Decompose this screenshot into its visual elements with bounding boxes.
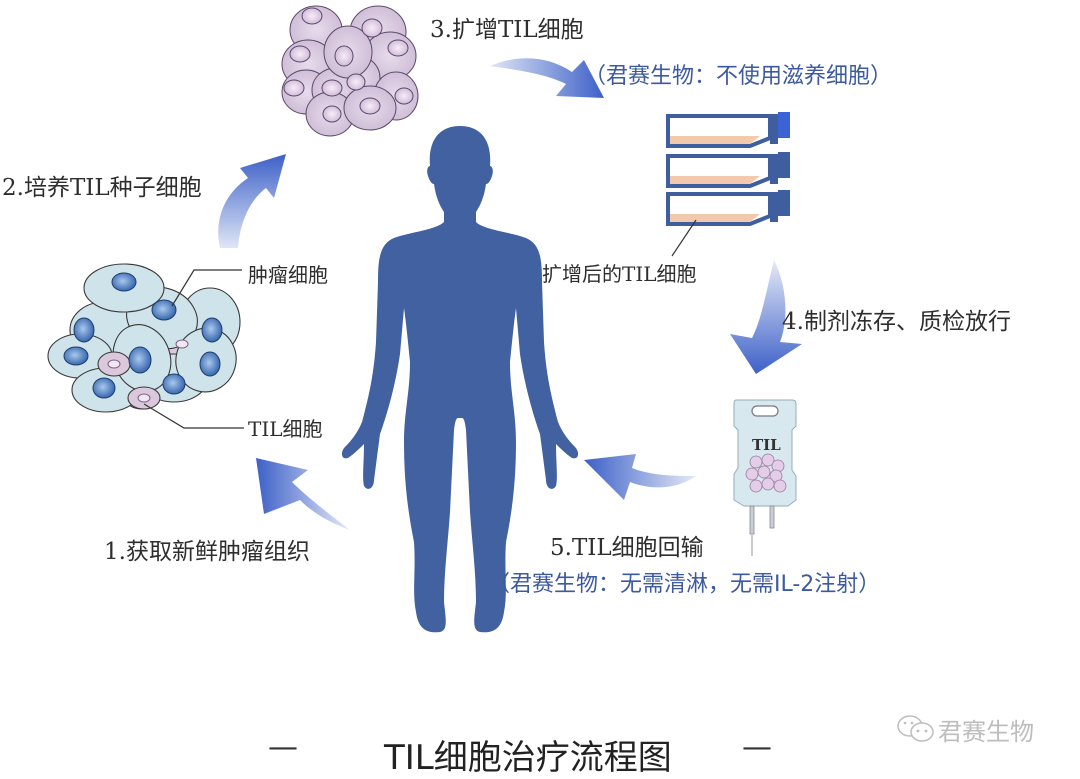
bag-label: TIL [752, 436, 781, 454]
step-2-number: 2. [2, 175, 24, 201]
title-dash-left: — [268, 730, 298, 765]
til-cell-callout: TIL细胞 [248, 417, 323, 441]
step-5-number: 5. [550, 535, 572, 561]
watermark-text: 君赛生物 [938, 718, 1034, 746]
step-5-note: （君赛生物：无需清淋，无需IL-2注射） [488, 572, 881, 597]
human-figure-silhouette [341, 126, 579, 633]
step-1-label: 1.获取新鲜肿瘤组织 [104, 532, 310, 566]
step-3-note: （君赛生物：不使用滋养细胞） [584, 64, 893, 89]
step-3-text: 扩增TIL细胞 [451, 17, 584, 43]
arrow-step-4 [730, 260, 802, 374]
step-5-label: 5.TIL细胞回输 [550, 528, 704, 562]
step-4-text: 制剂冻存、质检放行 [803, 309, 1011, 335]
expanded-cells-callout: 扩增后的TIL细胞 [542, 262, 697, 286]
tumor-cell-callout: 肿瘤细胞 [248, 263, 328, 287]
step-5-text: TIL细胞回输 [571, 535, 704, 561]
wechat-icon [897, 715, 934, 742]
tumor-tissue-cluster [47, 263, 244, 429]
arrow-step-5 [584, 454, 696, 500]
step-4-number: 4. [782, 309, 804, 335]
arrow-step-3 [490, 58, 604, 98]
step-1-text: 获取新鲜肿瘤组织 [125, 539, 310, 565]
page-title: TIL细胞治疗流程图 [384, 738, 672, 778]
arrow-step-2 [218, 154, 286, 248]
step-3-label: 3.扩增TIL细胞 [430, 10, 584, 44]
title-dash-right: — [742, 730, 772, 765]
arrow-step-1 [256, 458, 350, 530]
step-3-number: 3. [430, 17, 452, 43]
infusion-bag [733, 399, 797, 556]
step-2-text: 培养TIL种子细胞 [23, 175, 202, 201]
step-1-number: 1. [104, 539, 126, 565]
til-seed-cell-cluster [281, 5, 419, 137]
culture-flasks [666, 112, 790, 257]
step-4-label: 4.制剂冻存、质检放行 [782, 302, 1011, 336]
step-2-label: 2.培养TIL种子细胞 [2, 168, 202, 202]
